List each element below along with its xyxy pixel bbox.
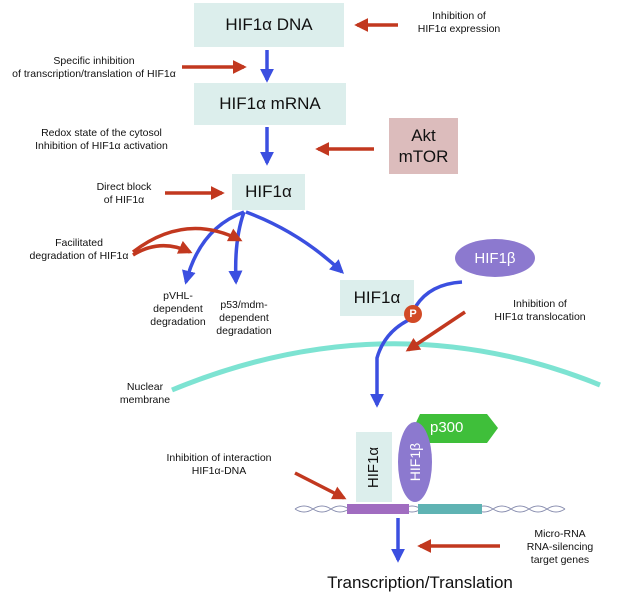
dna-segment-right: [418, 504, 482, 514]
inhib-facilitated-pvhl: [132, 240, 193, 257]
label-p53: p53/mdm- dependent degradation: [216, 299, 272, 337]
inhib-translocation-arrow: [405, 310, 466, 352]
hif-protein-label: HIF1α: [245, 182, 292, 201]
hif-dna-label: HIF1α DNA: [225, 15, 313, 34]
arrow-to-p53: [228, 211, 246, 285]
hif-alpha-cyto-label: HIF1α: [353, 288, 401, 307]
label-direct-block: Direct block of HIF1α: [96, 181, 152, 206]
label-inhibition-expression: Inhibition of HIF1α expression: [417, 10, 501, 35]
label-specific-inhibition: Specific inhibition of transcription/tra…: [12, 55, 176, 80]
phosphate-badge: P: [404, 305, 422, 323]
label-redox: Redox state of the cytosol Inhibition of…: [35, 127, 168, 152]
label-facilitated-degradation: Facilitated degradation of HIF1α: [29, 237, 129, 262]
p300-shape: [412, 414, 498, 443]
hif-mrna-label: HIF1α mRNA: [219, 94, 321, 113]
nuclear-hif-alpha-box: HIF1α: [356, 432, 392, 502]
hif-protein-box: HIF1α: [232, 174, 305, 210]
arrow-to-pvhl: [182, 210, 245, 285]
label-interaction: Inhibition of interaction HIF1α-DNA: [166, 452, 272, 477]
akt-mtor-box: Akt mTOR: [389, 118, 458, 174]
nuclear-hif-beta: HIF1β: [398, 422, 432, 502]
hif-beta-cyto-label: HIF1β: [474, 249, 516, 267]
label-pvhl: pVHL- dependent degradation: [150, 290, 206, 328]
nuclear-hif-alpha-label: HIF1α: [365, 446, 383, 488]
label-microrna: Micro-RNA RNA-silencing target genes: [526, 528, 594, 566]
dna-strand: [294, 504, 566, 514]
dna-segment-left: [347, 504, 409, 514]
label-translocation: Inhibition of HIF1α translocation: [494, 298, 586, 323]
inhibition-arrows: [131, 18, 500, 553]
nuclear-membrane: [171, 341, 601, 393]
inhib-interaction-arrow: [294, 471, 347, 500]
outcome-label: Transcription/Translation: [327, 573, 513, 592]
phosphate-label: P: [409, 308, 417, 320]
arrow-translocation: [370, 316, 414, 408]
hif-mrna-box: HIF1α mRNA: [194, 83, 346, 125]
p300-label: p300: [430, 419, 464, 436]
akt-label: Akt: [411, 126, 436, 145]
label-nuclear-membrane: Nuclear membrane: [119, 381, 171, 406]
inhib-facilitated-p53: [131, 226, 243, 254]
arrow-to-cyto-hif: [245, 210, 345, 274]
mtor-label: mTOR: [398, 147, 449, 166]
hif-beta-cyto: HIF1β: [455, 239, 535, 277]
hif-alpha-cyto-box: HIF1α: [340, 280, 414, 316]
hif-dna-box: HIF1α DNA: [194, 3, 344, 47]
hif-beta-link: [414, 280, 463, 307]
nuclear-hif-beta-label: HIF1β: [407, 442, 424, 482]
